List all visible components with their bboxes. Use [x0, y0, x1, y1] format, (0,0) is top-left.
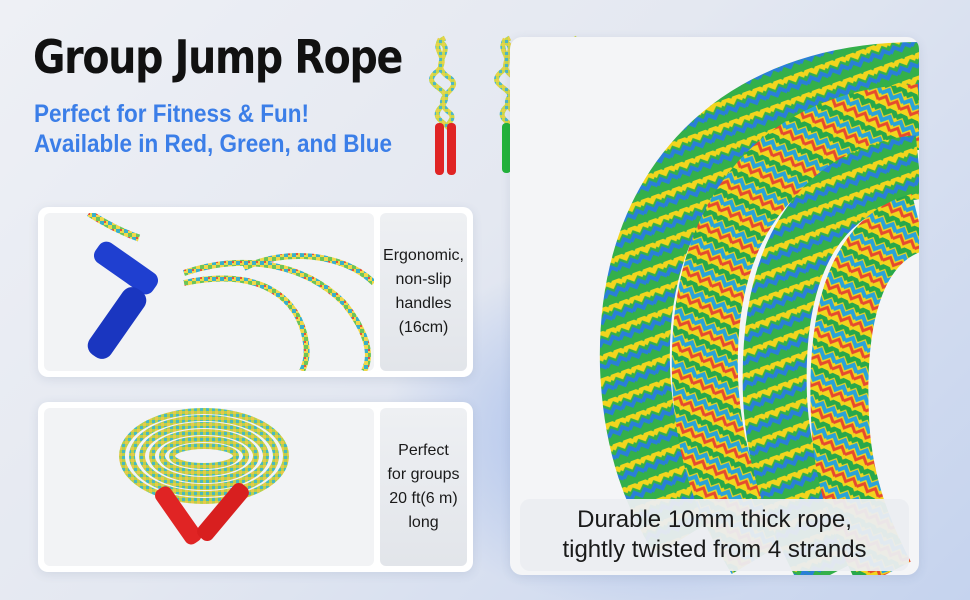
handles-photo [44, 213, 374, 371]
red-handle-2 [197, 483, 249, 541]
caption-line: for groups [387, 466, 460, 483]
blue-handle-2 [87, 287, 147, 359]
caption-line: (16cm) [398, 319, 449, 336]
length-caption: Perfect for groups 20 ft(6 m) long [380, 408, 467, 566]
page-title: Group Jump Rope [33, 30, 403, 84]
blue-handle [93, 241, 159, 295]
rope-closeup-card: Durable 10mm thick rope, tightly twisted… [510, 37, 919, 575]
subtitle-line-1: Perfect for Fitness & Fun! [34, 100, 310, 128]
subtitle-line-2: Available in Red, Green, and Blue [34, 130, 393, 158]
rope-closeup-photo [599, 42, 919, 575]
feature-card-handles: Ergonomic, non-slip handles (16cm) [38, 207, 473, 377]
feature-card-length: Perfect for groups 20 ft(6 m) long [38, 402, 473, 572]
caption-line-2: tightly twisted from 4 strands [562, 536, 867, 563]
caption-line-1: Durable 10mm thick rope, [577, 506, 852, 533]
red-handle-right [447, 123, 456, 175]
rope-red-variant [429, 35, 457, 175]
caption-line: handles [395, 295, 452, 312]
caption-line: non-slip [395, 271, 452, 288]
coiled-rope-photo [44, 408, 374, 566]
red-handle-left [435, 123, 444, 175]
green-handle-left [502, 123, 511, 173]
rope-thickness-caption: Durable 10mm thick rope, tightly twisted… [520, 499, 909, 571]
caption-line: long [408, 514, 439, 531]
caption-line: Perfect [398, 442, 449, 459]
red-handle [155, 486, 202, 545]
caption-line: Ergonomic, [383, 247, 464, 264]
caption-line: 20 ft(6 m) [389, 490, 458, 507]
handles-caption: Ergonomic, non-slip handles (16cm) [380, 213, 467, 371]
